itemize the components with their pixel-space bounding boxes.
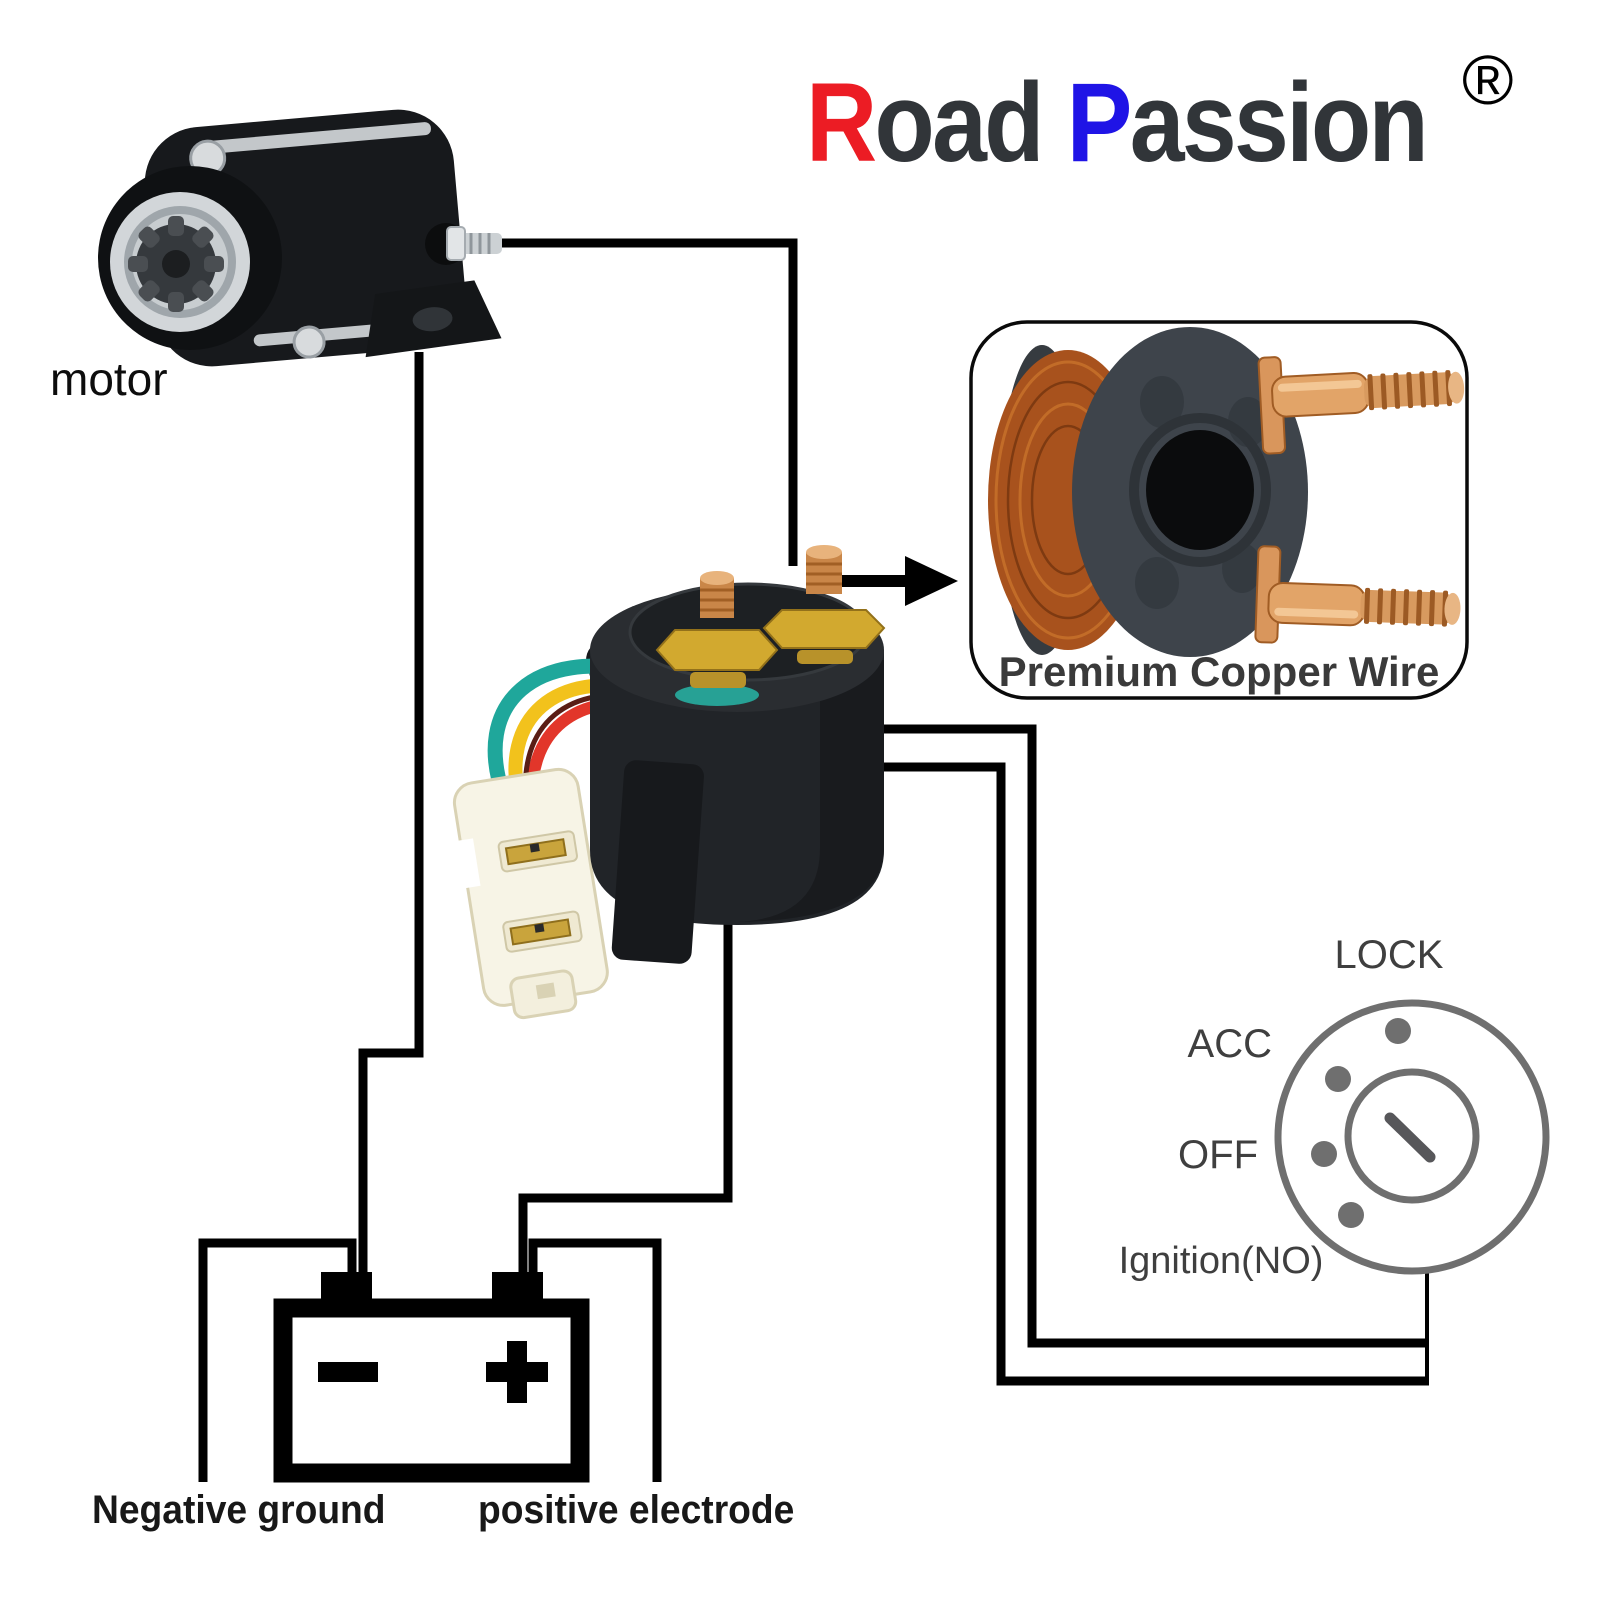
battery-negative-label: Negative ground: [92, 1488, 386, 1532]
wiring: [198, 238, 1429, 1482]
ignition-no-label: Ignition(NO): [1118, 1240, 1324, 1282]
wire-relay-to-ignition-lower: [858, 762, 1429, 1386]
registered-trademark-icon: ®: [1462, 41, 1514, 119]
ignition-off-label: OFF: [1178, 1133, 1258, 1177]
starter-relay-illustration: [447, 545, 886, 1020]
wire-relay-to-battery-positive: [518, 895, 733, 1285]
brand-oad: oad: [874, 60, 1067, 185]
copper-bolt-bottom: [1254, 545, 1461, 644]
battery-positive-label: positive electrode: [478, 1488, 795, 1532]
motor-gear-teeth: [128, 216, 224, 312]
ignition-acc-label: ACC: [1187, 1022, 1272, 1066]
relay-connector: [447, 767, 609, 1020]
wire-relay-to-ignition-upper: [858, 724, 1429, 1348]
ignition-position-dots: [1311, 1018, 1411, 1228]
keyhole-slot: [1384, 1112, 1436, 1163]
wire-battery-positive-bracket: [528, 1238, 662, 1482]
copper-wire-detail-box: [969, 320, 1469, 700]
arrow-to-copper-wire-detail: [823, 556, 958, 606]
battery-symbol: [273, 1272, 590, 1483]
brand-letter-p: P: [1066, 60, 1133, 185]
brand-logo: Road Passion: [806, 58, 1429, 187]
battery-negative-terminal: [321, 1272, 372, 1302]
wire-motor-to-battery-negative: [358, 352, 424, 1285]
battery-minus-icon: [318, 1362, 378, 1382]
battery-plus-icon: [486, 1341, 548, 1403]
starter-motor-illustration: [98, 109, 502, 367]
battery-positive-terminal: [492, 1272, 543, 1302]
premium-copper-wire-label: Premium Copper Wire: [998, 648, 1440, 695]
motor-label: motor: [50, 353, 168, 405]
brand-assion: assion: [1129, 60, 1429, 185]
wire-motor-to-relay: [466, 238, 798, 566]
ignition-lock-label: LOCK: [1334, 933, 1444, 977]
wire-battery-negative-bracket: [198, 1238, 357, 1482]
copper-spool-illustration: [988, 327, 1308, 657]
brand-letter-r: R: [806, 60, 877, 185]
ignition-switch-illustration: [1274, 999, 1550, 1275]
copper-bolt-top: [1257, 356, 1465, 455]
